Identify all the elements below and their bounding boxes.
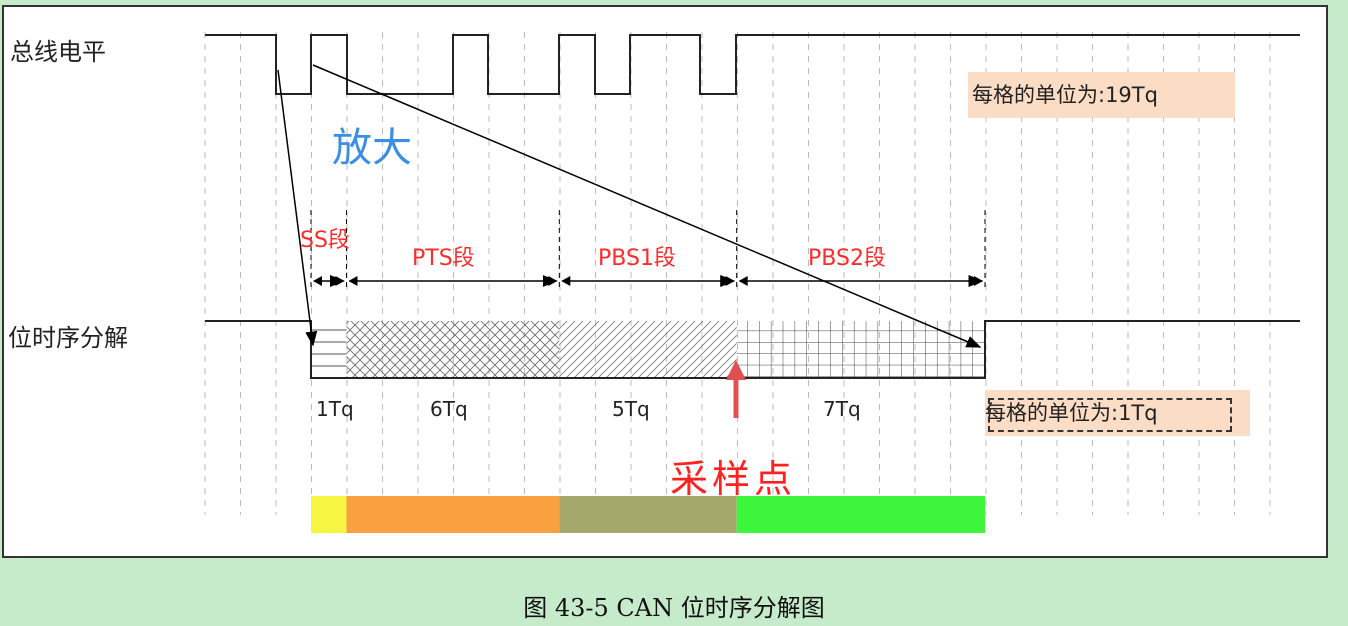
unit-box-top: 每格的单位为:19Tq xyxy=(968,72,1235,118)
sample-point-label: 采样点 xyxy=(670,457,797,501)
seg-label-pbs1: PBS1段 xyxy=(598,246,676,271)
segment-hatch xyxy=(311,321,347,378)
tq-label-ss: 1Tq xyxy=(316,397,354,421)
zoom-label: 放大 xyxy=(332,125,412,171)
segment-hatch xyxy=(736,321,985,378)
segment-color-bar xyxy=(736,496,985,533)
segment-arrowheads xyxy=(313,276,345,286)
tq-label-pts: 6Tq xyxy=(430,397,468,421)
seg-label-pts: PTS段 xyxy=(412,246,475,271)
figure-caption: 图 43-5 CAN 位时序分解图 xyxy=(523,594,825,622)
sample-point-arrowhead xyxy=(726,360,746,380)
bus-level-label: 总线电平 xyxy=(10,38,106,66)
segment-color-bar xyxy=(559,496,737,533)
segment-color-bar xyxy=(346,496,560,533)
bit-timing-waveform xyxy=(205,320,1300,379)
segment-color-bar xyxy=(311,496,347,533)
zoom-line-right xyxy=(312,64,982,348)
seg-label-pbs2: PBS2段 xyxy=(808,246,886,271)
unit-box-bottom-dash xyxy=(988,398,1232,432)
segment-hatch xyxy=(559,321,737,378)
bus-level-waveform xyxy=(205,34,1300,95)
unit-box-bottom: 每格的单位为:1Tq xyxy=(985,390,1250,436)
segment-hatch xyxy=(346,321,560,378)
zoom-line-left xyxy=(277,69,318,347)
tq-label-pbs1: 5Tq xyxy=(612,397,650,421)
bit-timing-label: 位时序分解 xyxy=(8,324,128,352)
seg-label-ss: SS段 xyxy=(300,228,350,253)
tq-label-pbs2: 7Tq xyxy=(823,397,861,421)
